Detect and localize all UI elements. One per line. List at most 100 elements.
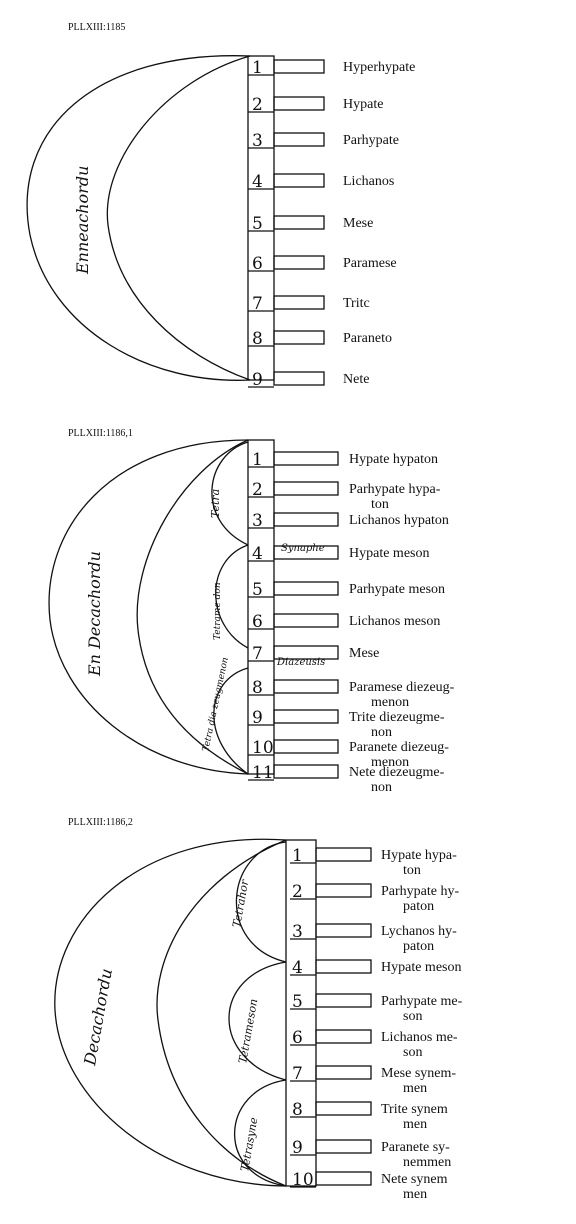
note-name: Trite diezeugme- [349, 710, 445, 725]
string-number: 4 [292, 958, 303, 978]
string-bar [273, 173, 325, 188]
note-name: paton [403, 899, 434, 914]
note-name: Paranete sy- [381, 1140, 450, 1155]
note-name: Mese synem- [381, 1066, 456, 1081]
note-name: men [403, 1081, 427, 1096]
note-name: men [403, 1187, 427, 1202]
panel-enneachord: PLLXIII:1185 Enneachordu 1 Hyperhypate 2 Hy… [26, 22, 415, 390]
note-name: Hyperhypate [343, 60, 415, 75]
note-name: Parhypate meson [349, 582, 445, 597]
string-bar [315, 847, 372, 862]
note-name: Hypate meson [381, 960, 461, 975]
note-name: Parhypate me- [381, 994, 463, 1009]
note-name: Paranete diezeug- [349, 740, 449, 755]
arc-label: En Decachordu [85, 551, 104, 677]
string-number: 3 [292, 922, 303, 942]
string-bar [273, 613, 339, 628]
string-number: 9 [252, 370, 263, 390]
string-bar [315, 883, 372, 898]
string-bar [273, 451, 339, 466]
panel-decachord: PLLXIII:1186,2 Decachordu Tetrahor Tetra… [54, 817, 463, 1202]
note-name: ton [403, 863, 421, 878]
string-number: 5 [292, 992, 303, 1012]
string-number: 6 [292, 1028, 303, 1048]
string-bar [315, 959, 372, 974]
inner-arc [106, 55, 251, 381]
synaphe-box-label: Synaphe [281, 543, 325, 554]
outer-arc [54, 838, 287, 1187]
string-bar [315, 993, 372, 1008]
tetrachord-arc-lower [234, 1079, 287, 1187]
diazeusis-box-label: Diazeusis [276, 657, 325, 668]
string-number: 7 [252, 294, 263, 314]
string-number: 9 [252, 708, 263, 728]
note-name: Parhypate hypa- [349, 482, 441, 497]
note-name: Nete diezeugme- [349, 765, 445, 780]
arc-label: Enneachordu [73, 166, 92, 275]
inner-arc [136, 439, 249, 775]
string-bar [315, 1029, 372, 1044]
string-number: 8 [292, 1100, 303, 1120]
tetrachord-arc-lower [213, 667, 249, 775]
inner-label-tetra-diazeugmenon: Tetra dia zeugmenon [201, 656, 231, 752]
string-bar [273, 132, 325, 147]
string-bar [273, 739, 339, 754]
note-name: men [403, 1117, 427, 1132]
string-bar [273, 512, 339, 527]
note-name: Hypate [343, 97, 383, 112]
string-number: 4 [252, 544, 263, 564]
note-name: Mese [343, 216, 373, 231]
note-name: menon [371, 695, 409, 710]
string-number: 5 [252, 580, 263, 600]
note-name: Parhypate hy- [381, 884, 459, 899]
string-number: 10 [252, 738, 274, 758]
string-number: 2 [252, 95, 263, 115]
string-number: 6 [252, 254, 263, 274]
number-column [285, 839, 317, 1187]
string-number: 6 [252, 612, 263, 632]
string-bar [273, 679, 339, 694]
panel-code: PLLXIII:1185 [68, 22, 125, 33]
string-bar [273, 215, 325, 230]
string-number: 5 [252, 214, 263, 234]
string-number: 1 [252, 450, 263, 470]
string-number: 3 [252, 511, 263, 531]
note-name: non [371, 780, 392, 795]
tetrachord-arc-upper [235, 841, 287, 963]
string-number: 8 [252, 678, 263, 698]
string-number: 1 [252, 58, 263, 78]
panel-en-decachord: PLLXIII:1186,1 En Decachordu Tetra Tetra… [48, 428, 455, 795]
inner-label-tetrahor: Tetrahor [230, 878, 251, 928]
string-bar [273, 764, 339, 779]
string-number: 4 [252, 172, 263, 192]
string-bar [273, 581, 339, 596]
note-name: son [403, 1045, 422, 1060]
panel-code: PLLXIII:1186,2 [68, 817, 133, 828]
note-name: Nete synem [381, 1172, 448, 1187]
number-column [247, 439, 275, 775]
note-name: Lichanos [343, 174, 394, 189]
note-name: non [371, 725, 392, 740]
string-bar [273, 709, 339, 724]
string-bar [315, 1139, 372, 1154]
note-name: nemmen [403, 1155, 451, 1170]
string-bar [315, 1171, 372, 1186]
note-name: Tritc [343, 296, 370, 311]
note-name: Mese [349, 646, 379, 661]
string-bar [273, 59, 325, 74]
string-number: 3 [252, 131, 263, 151]
note-name: Hypate hypaton [349, 452, 438, 467]
note-name: ton [371, 497, 389, 512]
note-name: Paramese diezeug- [349, 680, 455, 695]
string-number: 11 [252, 763, 274, 783]
note-name: Lichanos me- [381, 1030, 458, 1045]
note-name: Paramese [343, 256, 397, 271]
note-name: Hypate meson [349, 546, 429, 561]
string-bar [273, 371, 325, 386]
string-number: 2 [292, 882, 303, 902]
tetrachord-arc-upper [211, 441, 249, 546]
note-name: Lichanos hypaton [349, 513, 449, 528]
